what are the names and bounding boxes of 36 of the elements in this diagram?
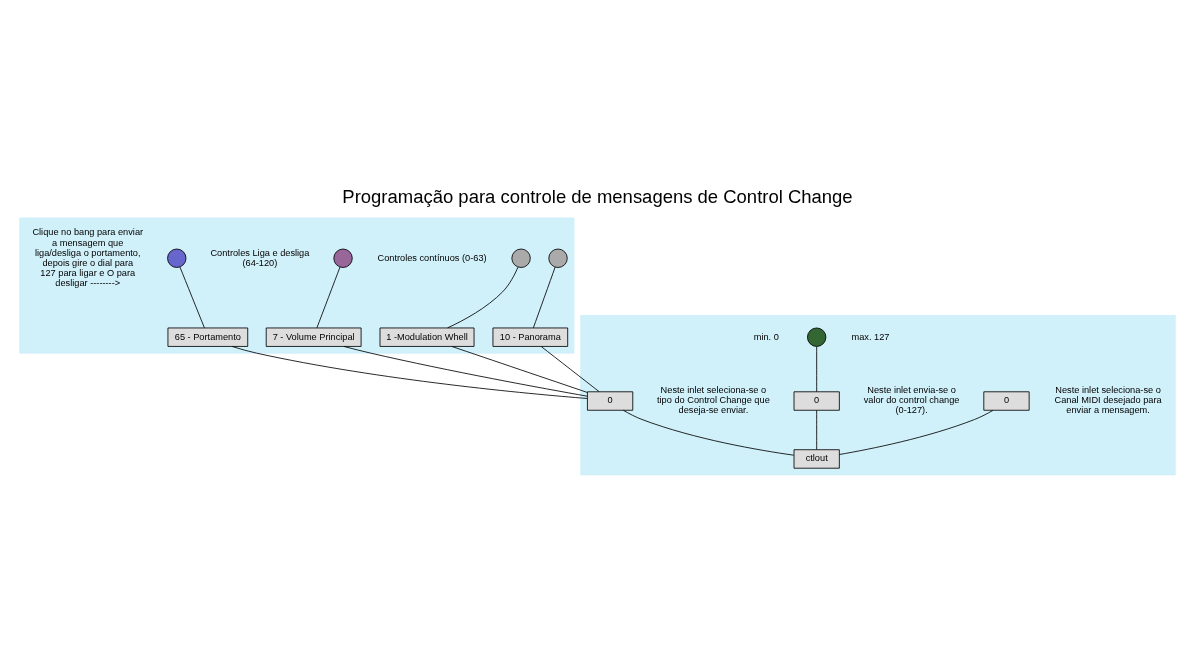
- node-circle: [333, 248, 353, 268]
- connector: [451, 346, 588, 393]
- connector: [316, 266, 341, 329]
- node-box: 1 -Modulation Whell: [379, 327, 475, 347]
- connector: [343, 346, 588, 397]
- node-label: Controles contínuos (0-63): [377, 252, 487, 263]
- node-box: 0: [983, 391, 1030, 411]
- connector: [839, 410, 994, 455]
- node-circle: [167, 248, 187, 268]
- cluster: [580, 314, 1176, 476]
- connector: [179, 266, 205, 329]
- cluster: [19, 217, 575, 354]
- connector: [532, 266, 556, 329]
- node-label: max. 127: [851, 331, 890, 342]
- node-circle: [807, 327, 827, 347]
- node-label: Controles Liga e desliga (64-120): [210, 247, 310, 268]
- connector: [231, 346, 588, 399]
- connector: [622, 409, 795, 456]
- connector: [816, 410, 818, 450]
- node-label: Neste inlet seleciona-se o Canal MIDI desejado para enviar a mensagem.: [1054, 385, 1162, 416]
- node-label: min. 0: [753, 331, 779, 342]
- node-circle: [548, 248, 568, 268]
- node-circle: [511, 248, 531, 268]
- node-label: Clique no bang para enviar a mensagem que liga/desliga o portamento, depois gire o dial para 127 para ligar e O para desligar -------->: [32, 227, 144, 288]
- node-box: 0: [793, 391, 840, 411]
- node-box: 0: [587, 391, 634, 411]
- node-box: ctlout: [793, 449, 840, 469]
- diagram-title: Programação para controle de mensagens de Control Change: [342, 185, 853, 207]
- node-label: Neste inlet envia-se o valor do control change (0-127).: [863, 385, 960, 416]
- node-box: 10 - Panorama: [492, 327, 569, 347]
- connector: [541, 346, 600, 393]
- connector: [447, 266, 519, 329]
- node-label: Neste inlet seleciona-se o tipo do Control Change que deseja-se enviar.: [657, 385, 770, 416]
- node-box: 7 - Volume Principal: [265, 327, 362, 347]
- node-box: 65 - Portamento: [167, 327, 249, 347]
- connector: [816, 346, 818, 393]
